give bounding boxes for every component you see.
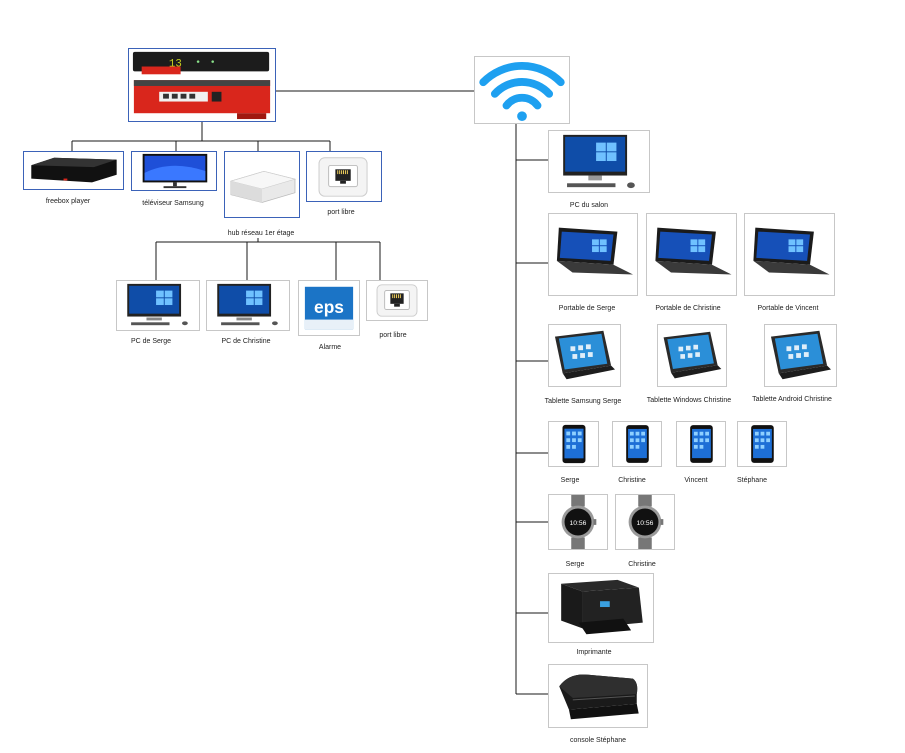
watch-time: 10:56 [637, 520, 654, 527]
tablet-icon [554, 330, 615, 380]
tv-icon [142, 153, 208, 189]
port-libre-2-label: port libre [379, 332, 407, 339]
laptop-vincent-node[interactable] [744, 213, 835, 296]
laptop-christine-label: Portable de Christine [655, 305, 721, 312]
freebox-player-node[interactable] [23, 151, 124, 190]
phone-christine-label: Christine [618, 477, 646, 484]
ethernet-port-icon [376, 284, 418, 317]
desktop-pc-icon [127, 283, 188, 326]
game-console-icon [559, 674, 639, 720]
laptop-christine-node[interactable] [646, 213, 737, 296]
alarm-logo-text: eps [314, 297, 344, 317]
smartphone-icon [626, 425, 649, 463]
tablet-samsung-serge-label: Tablette Samsung Serge [544, 398, 622, 405]
phone-serge-node[interactable] [548, 421, 599, 467]
printer-label: Imprimante [576, 649, 612, 656]
phone-vincent-node[interactable] [676, 421, 726, 467]
pc-salon-label: PC du salon [569, 202, 609, 209]
tablet-icon [663, 331, 722, 379]
port-libre-1-label: port libre [327, 209, 355, 216]
tablet-windows-christine-label: Tablette Windows Christine [646, 397, 732, 404]
tablet-samsung-serge-node[interactable] [548, 324, 621, 387]
smartphone-icon [562, 424, 586, 464]
laptop-icon [655, 227, 732, 275]
smartphone-icon [751, 425, 774, 463]
desktop-pc-icon [563, 134, 635, 189]
laptop-vincent-label: Portable de Vincent [757, 305, 819, 312]
phone-serge-label: Serge [560, 477, 580, 484]
freebox-player-label: freebox player [45, 198, 91, 205]
printer-icon [561, 579, 643, 635]
watch-time: 10:56 [570, 520, 587, 527]
alarm-node[interactable]: eps [298, 280, 360, 336]
freebox-server-node[interactable]: 13 [128, 48, 276, 122]
laptop-icon [556, 227, 634, 275]
smartwatch-icon: 10:56 [628, 495, 664, 549]
ethernet-port-icon [318, 157, 368, 197]
network-switch-icon [229, 171, 297, 203]
hub-node[interactable] [224, 151, 300, 218]
wifi-node[interactable] [474, 56, 570, 124]
console-label: console Stéphane [569, 737, 627, 744]
laptop-serge-label: Portable de Serge [558, 305, 616, 312]
tv-node[interactable] [131, 151, 217, 191]
pc-christine-label: PC de Christine [221, 338, 271, 345]
port-libre-2-node[interactable] [366, 280, 428, 321]
phone-stephane-label: Stéphane [737, 477, 767, 484]
watch-christine-node[interactable]: 10:56 [615, 494, 675, 550]
tablet-icon [770, 330, 831, 380]
hub-label: hub réseau 1er étage [227, 230, 295, 237]
laptop-icon [753, 227, 830, 275]
watch-serge-node[interactable]: 10:56 [548, 494, 608, 550]
phone-stephane-node[interactable] [737, 421, 787, 467]
phone-vincent-label: Vincent [684, 477, 708, 484]
port-libre-1-node[interactable] [306, 151, 382, 202]
laptop-serge-node[interactable] [548, 213, 638, 296]
alarm-logo-icon: eps [304, 286, 354, 330]
smartwatch-icon: 10:56 [561, 495, 597, 549]
watch-christine-label: Christine [628, 561, 656, 568]
phone-christine-node[interactable] [612, 421, 662, 467]
alarm-label: Alarme [318, 344, 342, 351]
pc-salon-node[interactable] [548, 130, 650, 193]
pc-serge-label: PC de Serge [130, 338, 172, 345]
desktop-pc-icon [217, 283, 278, 326]
tablet-windows-christine-node[interactable] [657, 324, 727, 387]
console-node[interactable] [548, 664, 648, 728]
tablet-android-christine-label: Tablette Android Christine [752, 396, 832, 403]
pc-serge-node[interactable] [116, 280, 200, 331]
wifi-icon [479, 62, 565, 122]
set-top-box-icon [31, 157, 117, 183]
printer-node[interactable] [548, 573, 654, 643]
freebox-server-icon: 13 [132, 51, 271, 120]
smartphone-icon [690, 425, 713, 463]
tv-label: téléviseur Samsung [142, 200, 204, 207]
pc-christine-node[interactable] [206, 280, 290, 331]
watch-serge-label: Serge [565, 561, 585, 568]
tablet-android-christine-node[interactable] [764, 324, 837, 387]
